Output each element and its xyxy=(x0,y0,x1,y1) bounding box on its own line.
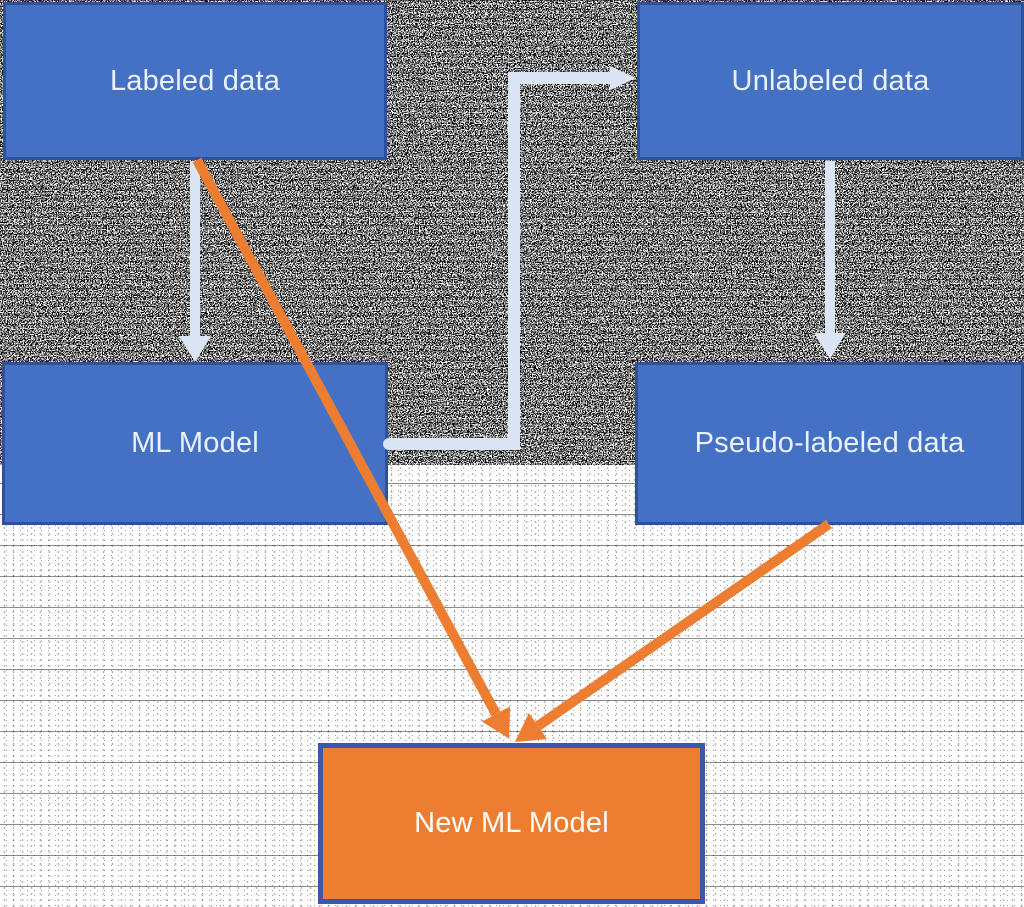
node-labeled-data: Labeled data xyxy=(3,2,387,160)
node-ml-model-label: ML Model xyxy=(131,427,259,459)
dither-background-bottom xyxy=(0,465,1024,907)
node-pseudo-labeled-data: Pseudo-labeled data xyxy=(635,362,1024,525)
node-new-ml-model-label: New ML Model xyxy=(414,807,609,839)
node-unlabeled-data: Unlabeled data xyxy=(637,2,1024,160)
node-ml-model: ML Model xyxy=(2,362,388,525)
node-labeled-data-label: Labeled data xyxy=(109,64,281,97)
node-pseudo-labeled-data-label: Pseudo-labeled data xyxy=(694,427,965,459)
node-new-ml-model: New ML Model xyxy=(318,743,705,904)
node-unlabeled-data-label: Unlabeled data xyxy=(731,64,930,97)
